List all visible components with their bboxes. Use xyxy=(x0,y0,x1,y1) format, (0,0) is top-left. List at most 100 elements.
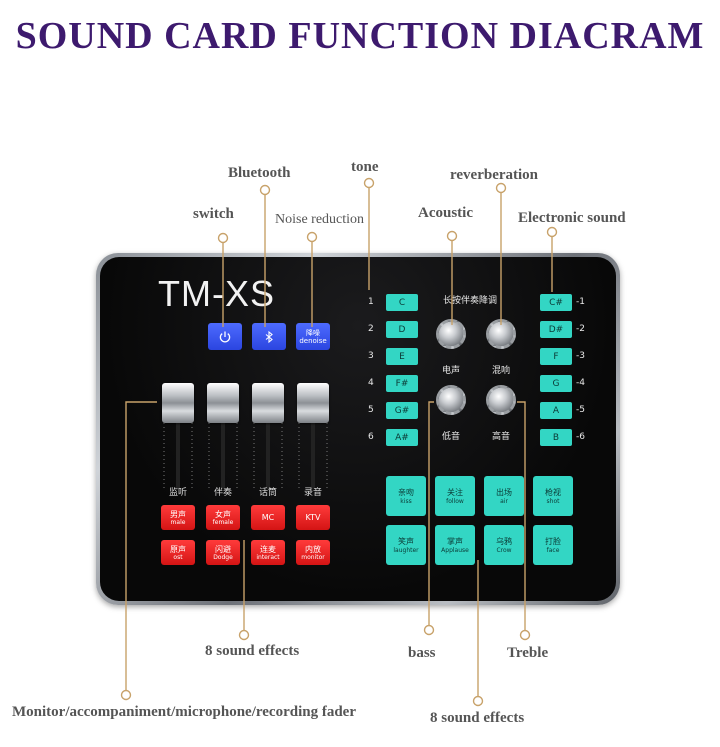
label-treble: Treble xyxy=(507,645,549,661)
power-icon xyxy=(219,331,231,342)
knob-label-acoustic: 电声 xyxy=(441,366,460,376)
effect-zh: 女声 xyxy=(215,509,231,519)
fader-knob-monitor[interactable] xyxy=(162,383,194,423)
bluetooth-icon xyxy=(265,330,273,343)
tone-key-f-sharp[interactable]: F# xyxy=(386,375,418,392)
effect-zh: KTV xyxy=(305,513,321,522)
effect-en: female xyxy=(212,518,234,526)
tone-num: -6 xyxy=(576,432,585,442)
tone-key-c-sharp[interactable]: C# xyxy=(540,294,572,311)
tone-key-b[interactable]: B xyxy=(540,429,572,446)
fader-track-2 xyxy=(208,391,238,489)
effect-zh: 闪避 xyxy=(215,544,231,554)
tone-num: 2 xyxy=(368,324,374,334)
pad-zh: 笑声 xyxy=(398,536,414,546)
effect-zh: MC xyxy=(261,513,275,522)
pad-en: follow xyxy=(446,497,464,505)
tone-key-a-sharp[interactable]: A# xyxy=(386,429,418,446)
effect-zh: 连麦 xyxy=(260,544,276,554)
label-fader: Monitor/accompaniment/microphone/recordi… xyxy=(12,704,356,720)
effect-en: ost xyxy=(173,553,183,561)
label-sound-effects-left: 8 sound effects xyxy=(205,643,300,659)
pad-zh: 乌鸦 xyxy=(496,536,512,546)
pad-en: Crow xyxy=(496,546,512,554)
fader-knob-recording[interactable] xyxy=(297,383,329,423)
channel-label-accompaniment: 伴奏 xyxy=(213,488,232,498)
knob-label-reverb: 混响 xyxy=(491,366,510,376)
pad-zh: 关注 xyxy=(447,487,463,497)
channel-label-microphone: 话筒 xyxy=(258,488,277,498)
pad-en: shot xyxy=(546,497,560,505)
pad-en: Applause xyxy=(441,546,469,554)
device-brand: TM-XS xyxy=(158,273,275,314)
channel-label-recording: 录音 xyxy=(303,488,322,498)
effect-en: Dodge xyxy=(213,553,233,561)
bluetooth-button[interactable] xyxy=(252,323,286,350)
label-reverberation: reverberation xyxy=(450,167,539,183)
pad-en: laughter xyxy=(393,546,419,554)
label-bass: bass xyxy=(408,645,436,661)
tone-key-g-sharp[interactable]: G# xyxy=(386,402,418,419)
pad-zh: 亲吻 xyxy=(398,487,414,497)
tone-num: -1 xyxy=(576,297,585,307)
pad-en: face xyxy=(546,546,560,554)
label-acoustic: Acoustic xyxy=(418,205,473,221)
fader-track-1 xyxy=(163,391,193,489)
pad-zh: 出场 xyxy=(496,487,512,497)
effect-en: interact xyxy=(256,553,280,561)
power-button[interactable] xyxy=(208,323,242,350)
page-title: SOUND CARD FUNCTION DIACRAM xyxy=(15,15,705,57)
channel-label-monitor: 监听 xyxy=(168,488,187,498)
knob-bass[interactable] xyxy=(436,385,466,415)
fader-knob-microphone[interactable] xyxy=(252,383,284,423)
tone-key-c[interactable]: C xyxy=(386,294,418,311)
tone-key-d[interactable]: D xyxy=(386,321,418,338)
tone-num: 4 xyxy=(368,378,374,388)
label-noise-reduction: Noise reduction xyxy=(275,212,365,227)
pad-zh: 打脸 xyxy=(545,536,561,546)
tone-num: -2 xyxy=(576,324,585,334)
effect-button-ktv[interactable]: KTV xyxy=(296,505,330,530)
tone-num: 5 xyxy=(368,405,374,415)
effect-en: monitor xyxy=(301,553,325,561)
tone-num: -5 xyxy=(576,405,585,415)
denoise-button[interactable]: 降噪 denoise xyxy=(296,323,330,350)
pad-zh: 掌声 xyxy=(447,536,463,546)
effect-button-mc[interactable]: MC xyxy=(251,505,285,530)
effect-en: male xyxy=(170,518,186,526)
tone-key-e[interactable]: E xyxy=(386,348,418,365)
tone-num: 1 xyxy=(368,297,374,307)
tone-key-f[interactable]: F xyxy=(540,348,572,365)
pad-en: kiss xyxy=(400,497,412,505)
knob-treble[interactable] xyxy=(486,385,516,415)
tone-key-a[interactable]: A xyxy=(540,402,572,419)
knob-acoustic[interactable] xyxy=(436,319,466,349)
tone-num: 6 xyxy=(368,432,374,442)
effect-zh: 原声 xyxy=(170,544,186,554)
tone-key-d-sharp[interactable]: D# xyxy=(540,321,572,338)
effect-zh: 男声 xyxy=(170,509,186,519)
label-sound-effects-bottom: 8 sound effects xyxy=(430,710,525,726)
tone-key-g[interactable]: G xyxy=(540,375,572,392)
fader-knob-accompaniment[interactable] xyxy=(207,383,239,423)
fader-track-3 xyxy=(253,391,283,489)
tone-header: 长按伴奏降调 xyxy=(443,296,498,306)
effect-zh: 内放 xyxy=(305,544,321,554)
